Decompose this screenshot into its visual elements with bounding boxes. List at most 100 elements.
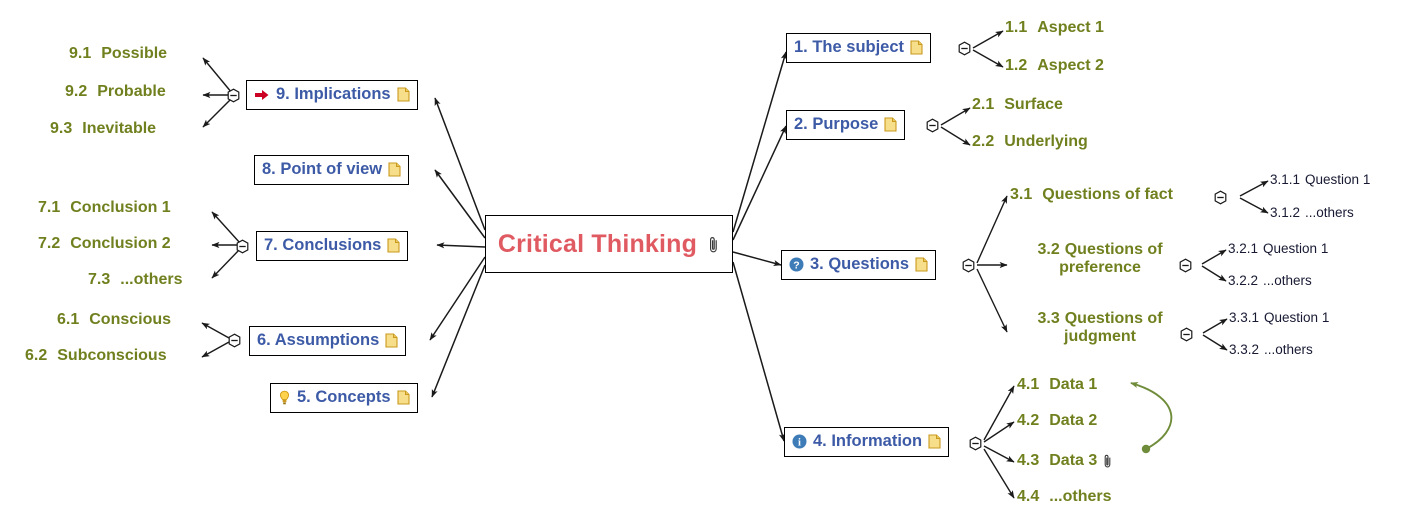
leaf-node-3-1-1-label: Question 1: [1305, 172, 1371, 187]
node-1-the-subject[interactable]: 1. The subject: [786, 33, 932, 63]
document-icon[interactable]: [385, 333, 398, 348]
sub-node-9-3[interactable]: 9.3 Inevitable: [50, 120, 156, 138]
node-2-purpose[interactable]: 2. Purpose: [786, 110, 906, 140]
sub-node-9-2[interactable]: 9.2 Probable: [65, 83, 166, 101]
question-circle-icon[interactable]: ?: [789, 257, 804, 272]
document-icon[interactable]: [910, 40, 923, 55]
document-icon[interactable]: [884, 117, 897, 132]
sub-node-4-1-number: 4.1: [1017, 376, 1040, 393]
central-node-label: Critical Thinking: [497, 229, 698, 258]
red-arrow-icon[interactable]: [254, 88, 270, 102]
document-icon[interactable]: [915, 257, 928, 272]
node-4-collapse-toggle[interactable]: [968, 436, 983, 451]
sub-node-9-3-number: 9.3: [50, 120, 73, 137]
sub-node-2-2[interactable]: 2.2 Underlying: [972, 133, 1088, 151]
sub-node-3-1-number: 3.1: [1010, 186, 1033, 203]
sub-node-9-1-label: Possible: [101, 45, 168, 62]
node-3-2-collapse-toggle[interactable]: [1178, 258, 1193, 273]
sub-node-4-4[interactable]: 4.4 ...others: [1017, 488, 1111, 506]
sub-node-9-2-label: Probable: [97, 83, 166, 100]
sub-node-7-2-number: 7.2: [38, 235, 61, 252]
node-4-information[interactable]: i 4. Information: [784, 427, 950, 457]
node-3-collapse-toggle[interactable]: [961, 258, 976, 273]
sub-node-4-4-number: 4.4: [1017, 488, 1040, 505]
sub-node-4-1-label: Data 1: [1049, 376, 1098, 393]
leaf-node-3-1-2[interactable]: 3.1.2...others: [1270, 205, 1354, 220]
node-7-collapse-toggle[interactable]: [235, 239, 250, 254]
sub-node-3-2-number: 3.2: [1037, 241, 1060, 258]
sub-node-6-2[interactable]: 6.2 Subconscious: [25, 347, 167, 365]
sub-node-1-2[interactable]: 1.2 Aspect 2: [1005, 57, 1104, 75]
leaf-node-3-3-2[interactable]: 3.3.2...others: [1229, 342, 1313, 357]
sub-node-7-2[interactable]: 7.2 Conclusion 2: [38, 235, 171, 253]
node-8-label: 8. Point of view: [262, 160, 383, 178]
sub-node-3-1[interactable]: 3.1 Questions of fact: [1010, 186, 1173, 204]
document-icon[interactable]: [396, 390, 410, 405]
sub-node-4-1[interactable]: 4.1 Data 1: [1017, 376, 1097, 394]
sub-node-6-2-label: Subconscious: [57, 347, 167, 364]
node-1-collapse-toggle[interactable]: [957, 41, 972, 56]
sub-node-2-1[interactable]: 2.1 Surface: [972, 96, 1063, 114]
node-2-collapse-toggle[interactable]: [925, 118, 940, 133]
node-8-point-of-view[interactable]: 8. Point of view: [254, 155, 410, 185]
node-6-collapse-toggle[interactable]: [227, 333, 242, 348]
node-9-collapse-toggle[interactable]: [226, 88, 241, 103]
sub-node-1-1-number: 1.1: [1005, 19, 1028, 36]
paperclip-icon[interactable]: [707, 236, 720, 253]
sub-node-2-2-number: 2.2: [972, 133, 995, 150]
sub-node-4-2[interactable]: 4.2 Data 2: [1017, 412, 1097, 430]
sub-node-2-1-label: Surface: [1004, 96, 1063, 113]
sub-node-1-2-label: Aspect 2: [1037, 57, 1104, 74]
document-icon[interactable]: [928, 434, 941, 449]
sub-node-1-2-number: 1.2: [1005, 57, 1028, 74]
node-3-questions[interactable]: ? 3. Questions: [781, 250, 937, 280]
node-2-label: 2. Purpose: [794, 115, 879, 133]
document-icon[interactable]: [388, 162, 401, 177]
sub-node-7-1[interactable]: 7.1 Conclusion 1: [38, 199, 171, 217]
node-5-concepts[interactable]: 5. Concepts: [270, 383, 418, 413]
leaf-node-3-3-1-label: Question 1: [1264, 310, 1330, 325]
sub-node-6-1[interactable]: 6.1 Conscious: [57, 311, 171, 329]
sub-node-4-2-label: Data 2: [1049, 412, 1098, 429]
sub-node-4-3[interactable]: 4.3 Data 3: [1017, 452, 1113, 470]
sub-node-7-1-label: Conclusion 1: [70, 199, 171, 216]
sub-node-7-3[interactable]: 7.3 ...others: [88, 271, 182, 289]
sub-node-4-3-number: 4.3: [1017, 452, 1040, 469]
node-3-label: 3. Questions: [810, 255, 910, 273]
node-7-conclusions[interactable]: 7. Conclusions: [256, 231, 409, 261]
sub-node-1-1[interactable]: 1.1 Aspect 1: [1005, 19, 1104, 37]
node-6-label: 6. Assumptions: [257, 331, 380, 349]
sub-node-3-1-label: Questions of fact: [1042, 186, 1173, 203]
sub-node-3-3-label: Questions of judgment: [1064, 310, 1163, 345]
document-icon[interactable]: [387, 238, 400, 253]
leaf-node-3-1-2-number: 3.1.2: [1270, 205, 1301, 220]
info-circle-icon[interactable]: i: [792, 434, 807, 449]
node-7-label: 7. Conclusions: [264, 236, 382, 254]
sub-node-6-1-label: Conscious: [89, 311, 172, 328]
node-6-assumptions[interactable]: 6. Assumptions: [249, 326, 407, 356]
sub-node-4-4-label: ...others: [1049, 488, 1112, 505]
node-3-3-collapse-toggle[interactable]: [1179, 327, 1194, 342]
sub-node-7-3-number: 7.3: [88, 271, 111, 288]
node-3-1-collapse-toggle[interactable]: [1213, 190, 1228, 205]
node-9-implications[interactable]: 9. Implications: [246, 80, 418, 110]
lightbulb-icon[interactable]: [278, 390, 291, 406]
leaf-node-3-2-2[interactable]: 3.2.2...others: [1228, 273, 1312, 288]
document-icon[interactable]: [397, 87, 410, 102]
node-9-label: 9. Implications: [276, 85, 391, 103]
sub-node-9-1[interactable]: 9.1 Possible: [69, 45, 167, 63]
node-5-label: 5. Concepts: [297, 388, 391, 406]
node-4-label: 4. Information: [813, 432, 923, 450]
sub-node-9-2-number: 9.2: [65, 83, 88, 100]
sub-node-3-3-number: 3.3: [1037, 310, 1060, 327]
paperclip-icon[interactable]: [1102, 454, 1113, 468]
sub-node-7-2-label: Conclusion 2: [70, 235, 171, 252]
central-node-critical-thinking[interactable]: Critical Thinking: [485, 215, 733, 273]
sub-node-7-3-label: ...others: [120, 271, 183, 288]
